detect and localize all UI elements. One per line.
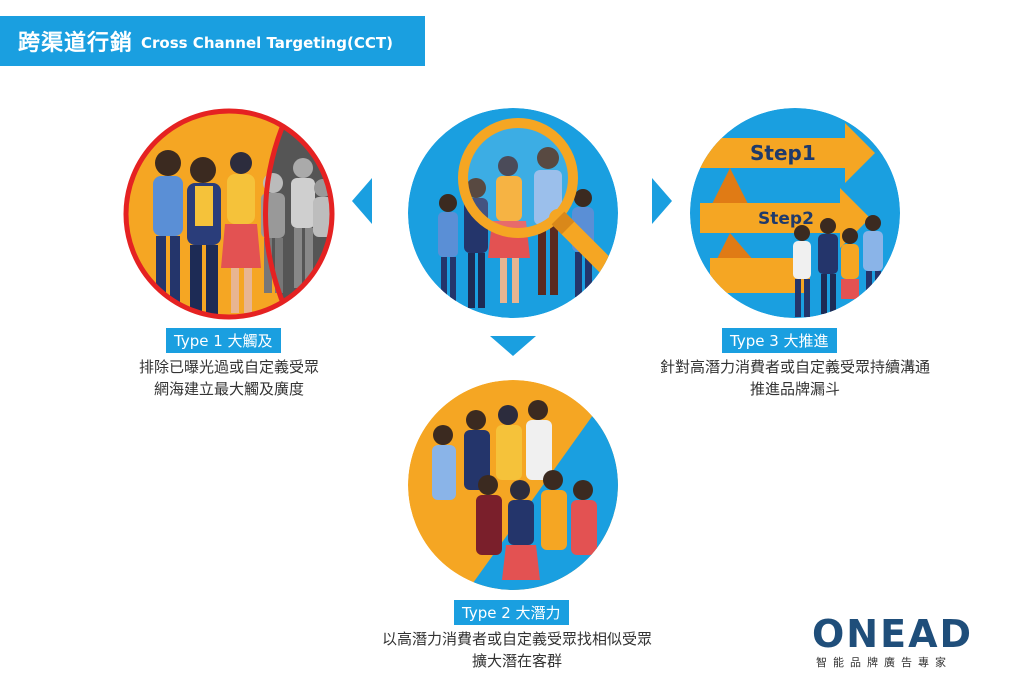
type3-label: Type 3 大推進	[722, 328, 837, 353]
step1-label: Step1	[750, 141, 816, 165]
magnifier-icon	[408, 108, 618, 318]
people-icon	[123, 108, 335, 320]
type2-circle	[408, 380, 618, 590]
title-bar: 跨渠道行銷 Cross Channel Targeting(CCT)	[0, 16, 425, 66]
type2-label: Type 2 大潛力	[454, 600, 569, 625]
type1-description: 排除已曝光過或自定義受眾 網海建立最大觸及廣度	[118, 356, 340, 400]
logo-wordmark: ONEAD	[812, 612, 974, 656]
people-icon	[408, 380, 618, 590]
type2-description: 以高潛力消費者或自定義受眾找相似受眾 擴大潛在客群	[352, 628, 682, 672]
steps-illustration: Step1 Step2	[690, 108, 900, 318]
step2-label: Step2	[758, 209, 814, 229]
arrow-right-icon	[652, 178, 672, 224]
type1-line-1: 排除已曝光過或自定義受眾	[138, 358, 319, 376]
type3-circle: Step1 Step2	[690, 108, 900, 318]
type1-circle	[123, 108, 335, 320]
page-title: 跨渠道行銷	[18, 31, 134, 56]
arrow-left-icon	[352, 178, 372, 224]
type2-line-2: 擴大潛在客群	[471, 652, 562, 670]
logo-tagline: 智能品牌廣告專家	[816, 656, 952, 669]
type3-line-2: 推進品牌漏斗	[749, 380, 840, 398]
type1-label: Type 1 大觸及	[166, 328, 281, 353]
onead-logo: ONEAD 智能品牌廣告專家	[812, 612, 1002, 672]
type3-line-1: 針對高潛力消費者或自定義受眾持續溝通	[659, 358, 930, 376]
arrow-down-icon	[490, 336, 536, 356]
type2-line-1: 以高潛力消費者或自定義受眾找相似受眾	[381, 630, 652, 648]
type1-line-2: 網海建立最大觸及廣度	[153, 380, 304, 398]
page-subtitle: Cross Channel Targeting(CCT)	[141, 33, 393, 52]
type3-description: 針對高潛力消費者或自定義受眾持續溝通 推進品牌漏斗	[630, 356, 960, 400]
type2-top-circle	[408, 108, 618, 318]
